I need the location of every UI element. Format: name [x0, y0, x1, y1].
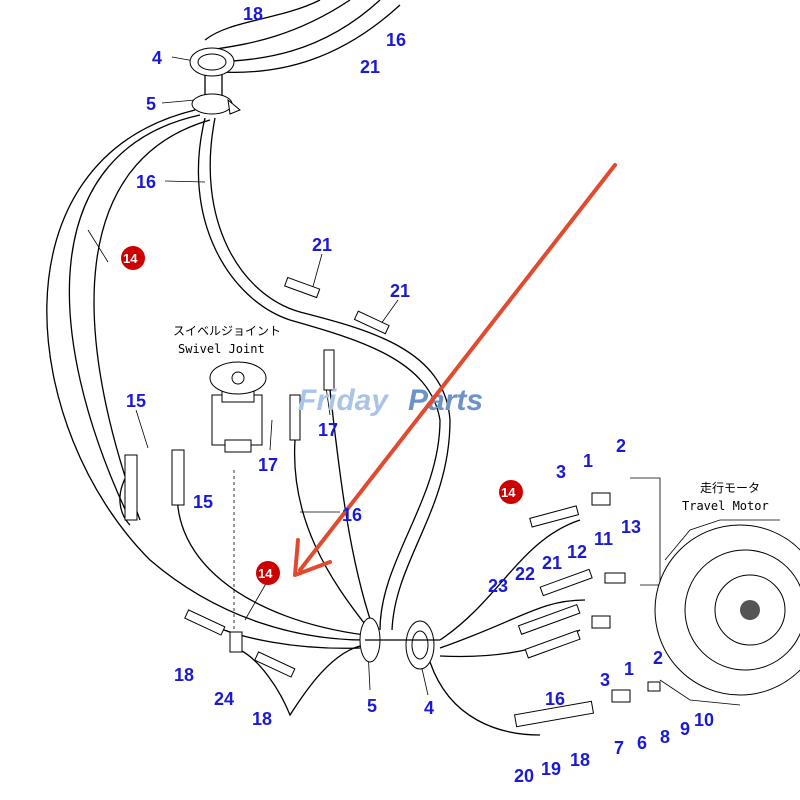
callout-24: 24 [214, 689, 234, 709]
callout-17: 17 [318, 420, 338, 440]
red-arrow [293, 163, 617, 577]
callout-8: 8 [660, 727, 670, 747]
badge-14-b: 14 [499, 480, 523, 504]
callout-1: 1 [583, 451, 593, 471]
callout-4: 4 [152, 48, 162, 68]
clamp-top [191, 93, 233, 115]
callout-16: 16 [136, 172, 156, 192]
callout-16: 16 [342, 505, 362, 525]
callout-13: 13 [621, 517, 641, 537]
callout-2: 2 [616, 436, 626, 456]
callout-21: 21 [542, 553, 562, 573]
callout-7: 7 [614, 738, 624, 758]
callout-3: 3 [556, 462, 566, 482]
callout-16: 16 [386, 30, 406, 50]
callout-18: 18 [252, 709, 272, 729]
callout-6: 6 [637, 733, 647, 753]
callout-18: 18 [570, 750, 590, 770]
svg-text:14: 14 [123, 251, 138, 266]
travel-motor-label-jp: 走行モータ [700, 481, 760, 495]
travel-motor [654, 519, 800, 706]
callout-23: 23 [488, 576, 508, 596]
callouts: 18 16 21 4 5 16 21 21 15 15 17 17 16 3 1… [126, 4, 714, 786]
callout-1: 1 [624, 659, 634, 679]
svg-text:14: 14 [258, 566, 273, 581]
callout-22: 22 [515, 564, 535, 584]
callout-5: 5 [146, 94, 156, 114]
badge-14-c: 14 [256, 561, 280, 585]
hose-lines [46, 0, 586, 736]
callout-19: 19 [541, 759, 561, 779]
callout-4: 4 [424, 698, 434, 718]
swivel-joint [209, 361, 267, 453]
watermark-part2: Parts [408, 384, 483, 417]
badge-14-a: 14 [121, 246, 145, 270]
swivel-joint-label-en: Swivel Joint [178, 342, 265, 356]
svg-text:14: 14 [501, 485, 516, 500]
callout-16: 16 [545, 689, 565, 709]
watermark: Friday Parts [298, 384, 483, 417]
callout-18: 18 [174, 665, 194, 685]
callout-10: 10 [694, 710, 714, 730]
travel-motor-label-en: Travel Motor [682, 499, 769, 513]
callout-21: 21 [360, 57, 380, 77]
fittings [124, 276, 661, 728]
callout-17: 17 [258, 455, 278, 475]
callout-3: 3 [600, 670, 610, 690]
callout-15: 15 [193, 492, 213, 512]
callout-21: 21 [312, 235, 332, 255]
callout-5: 5 [367, 696, 377, 716]
callout-12: 12 [567, 542, 587, 562]
callout-15: 15 [126, 391, 146, 411]
leader-lines [87, 56, 661, 696]
callout-20: 20 [514, 766, 534, 786]
callout-9: 9 [680, 719, 690, 739]
watermark-part1: Friday [298, 384, 389, 417]
callout-21: 21 [390, 281, 410, 301]
swivel-joint-label-jp: スイベルジョイント [173, 324, 281, 338]
callout-2: 2 [653, 648, 663, 668]
callout-11: 11 [594, 529, 613, 549]
grommets-clamps [189, 47, 440, 670]
callout-18: 18 [243, 4, 263, 24]
